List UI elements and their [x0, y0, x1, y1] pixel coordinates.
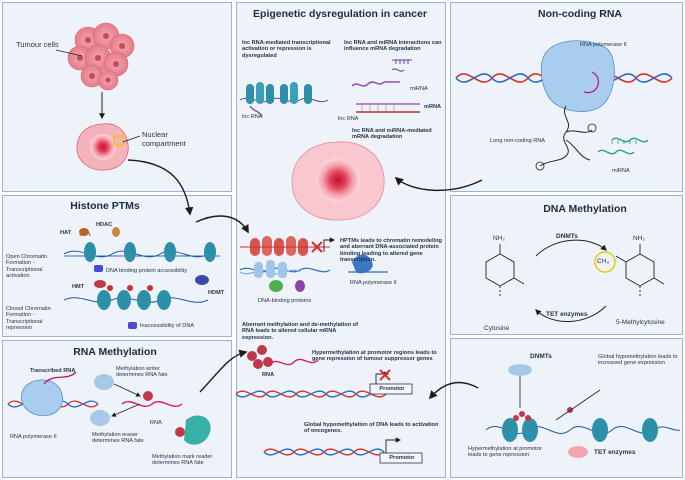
label-hat: HAT — [60, 230, 72, 236]
label-global-hypo: Global hypomethylation leads to increase… — [598, 354, 678, 367]
label-nh2-right: NH₂ — [633, 235, 645, 242]
label-promotor-2: Promotor — [389, 455, 415, 461]
label-promotor-1: Promotor — [379, 386, 405, 392]
histone-title: Histone PTMs — [70, 200, 140, 212]
ncrna-mirna-strands — [597, 137, 649, 155]
label-hypermethylation-promotor: Hypermethylation at promotor regions lea… — [312, 350, 437, 363]
ncrna-title: Non-coding RNA — [538, 8, 622, 20]
label-dna-binding-proteins: DNA-binding proteins — [258, 298, 312, 304]
center-tumour-cell — [291, 141, 385, 221]
label-center-rna: RNA — [262, 372, 275, 378]
tet-arrow — [535, 305, 607, 322]
dnabottom-to-center-arrow — [428, 381, 479, 400]
label-lnc-rna-2: lnc RNA — [338, 116, 359, 122]
rnamethyl-to-center-arrow — [199, 349, 248, 393]
tumour-pointer-line — [55, 49, 83, 57]
single-tumour-cell — [76, 123, 129, 171]
tumour-cell-cluster — [67, 22, 135, 91]
histone-to-center-arrow — [195, 215, 249, 234]
ncrna-to-center-arrow — [394, 176, 483, 191]
histone-closed-chromatin — [63, 275, 209, 329]
label-ncrna-mirna: miRNA — [612, 168, 630, 174]
label-tumour-cells: Tumour cells — [16, 40, 59, 49]
label-aberrant-methylation: Aberrant methylation and de-methylation … — [242, 322, 358, 341]
label-tet-enzymes: TET enzymes — [546, 311, 588, 318]
label-ncrna-polymerase: RNA polymerase II — [580, 42, 627, 48]
center-lnc-chromatin — [239, 82, 329, 117]
center-hptm-chromatin — [239, 236, 388, 292]
label-inaccessibility: Inaccessibility of DNA — [140, 323, 195, 329]
rnamethyl-polymerase — [7, 371, 99, 417]
label-dnabottom-tet: TET enzymes — [594, 449, 636, 456]
label-closed-chromatin: Closed Chromatin Formation - Transcripti… — [6, 306, 51, 332]
label-eraser: Methylation eraser determines RNA fate — [92, 432, 144, 445]
label-dnmts: DNMTs — [556, 233, 578, 240]
label-hmt: HMT — [72, 284, 85, 290]
dnmts-arrow — [535, 239, 607, 257]
nucleus-pointer-line — [122, 135, 141, 143]
label-hptms: HPTMs leads to chromatin remodeling and … — [340, 238, 442, 264]
label-hdmt: HDMT — [208, 290, 225, 296]
label-rnamethyl-rna: RNA — [150, 420, 162, 426]
label-hyper-promotor: Hypermethylation at promotor leads to ge… — [468, 446, 542, 459]
methyl-group-highlight — [594, 251, 616, 273]
label-center-mirna: miRNA — [410, 86, 428, 92]
panel-dna-bottom — [450, 338, 683, 478]
ncrna-lncrna-structure — [535, 105, 597, 171]
label-cytosine: Cytosine — [484, 325, 510, 332]
label-center-mrna: mRNA — [424, 104, 442, 110]
rnamethyl-title: RNA Methylation — [73, 346, 157, 358]
label-lnc-mirna-degradation: lnc RNA and miRNA-mediated mRNA degradat… — [352, 128, 432, 141]
label-rnamethyl-polymerase: RNA polymerase II — [10, 434, 57, 440]
panel-histone-ptms — [2, 195, 232, 337]
label-nh2-left: NH₂ — [493, 235, 505, 242]
label-dnabottom-dnmts: DNMTs — [530, 353, 552, 360]
label-hdac: HDAC — [96, 222, 113, 228]
panel-dna-methylation — [450, 195, 683, 335]
rnamethyl-writer-eraser-reader — [90, 374, 211, 445]
center-rna-methylation — [235, 345, 423, 464]
ncrna-polymerase-dna — [455, 40, 673, 112]
histone-open-chromatin — [63, 227, 220, 272]
label-open-chromatin: Open Chromatin Formation - Transcription… — [6, 254, 48, 280]
label-ch3: CH₃ — [597, 258, 610, 265]
label-dna-binding-access: DNA binding protein accessibility — [106, 268, 188, 274]
label-nuclear-compartment: Nuclear compartment — [142, 130, 186, 148]
label-transcribed-rna: Transcribed RNA — [30, 368, 76, 374]
methylcytosine-structure — [615, 244, 665, 298]
nuclear-zoom-box — [113, 135, 124, 146]
label-reader: Methylation mark reader determines RNA f… — [152, 454, 213, 467]
label-lnc-activation: lnc RNA-mediated transcriptional activat… — [242, 40, 331, 59]
label-global-hypomethylation: Global hypomethylation of DNA leads to a… — [304, 422, 439, 435]
label-methylcytosine: 5-Methylcytosine — [616, 319, 665, 326]
label-lnc-mirna-interactions: lnc RNA and miRNA interactions can influ… — [344, 40, 442, 53]
dnabottom-chromatin — [485, 364, 681, 458]
dnamethyl-title: DNA Methylation — [543, 203, 627, 215]
center-title: Epigenetic dysregulation in cancer — [253, 8, 427, 20]
label-long-ncrna: Long non-coding RNA — [490, 138, 546, 144]
cytosine-structure — [485, 244, 525, 298]
label-writer: Methylation writer determines RNA fate — [116, 366, 168, 379]
nucleus-to-histone-arrow — [127, 159, 194, 216]
center-lnc-mirna — [351, 59, 420, 113]
label-lnc-rna-1: lnc RNA — [242, 114, 263, 120]
label-center-rna-polymerase: RNA polymerase II — [350, 280, 397, 286]
